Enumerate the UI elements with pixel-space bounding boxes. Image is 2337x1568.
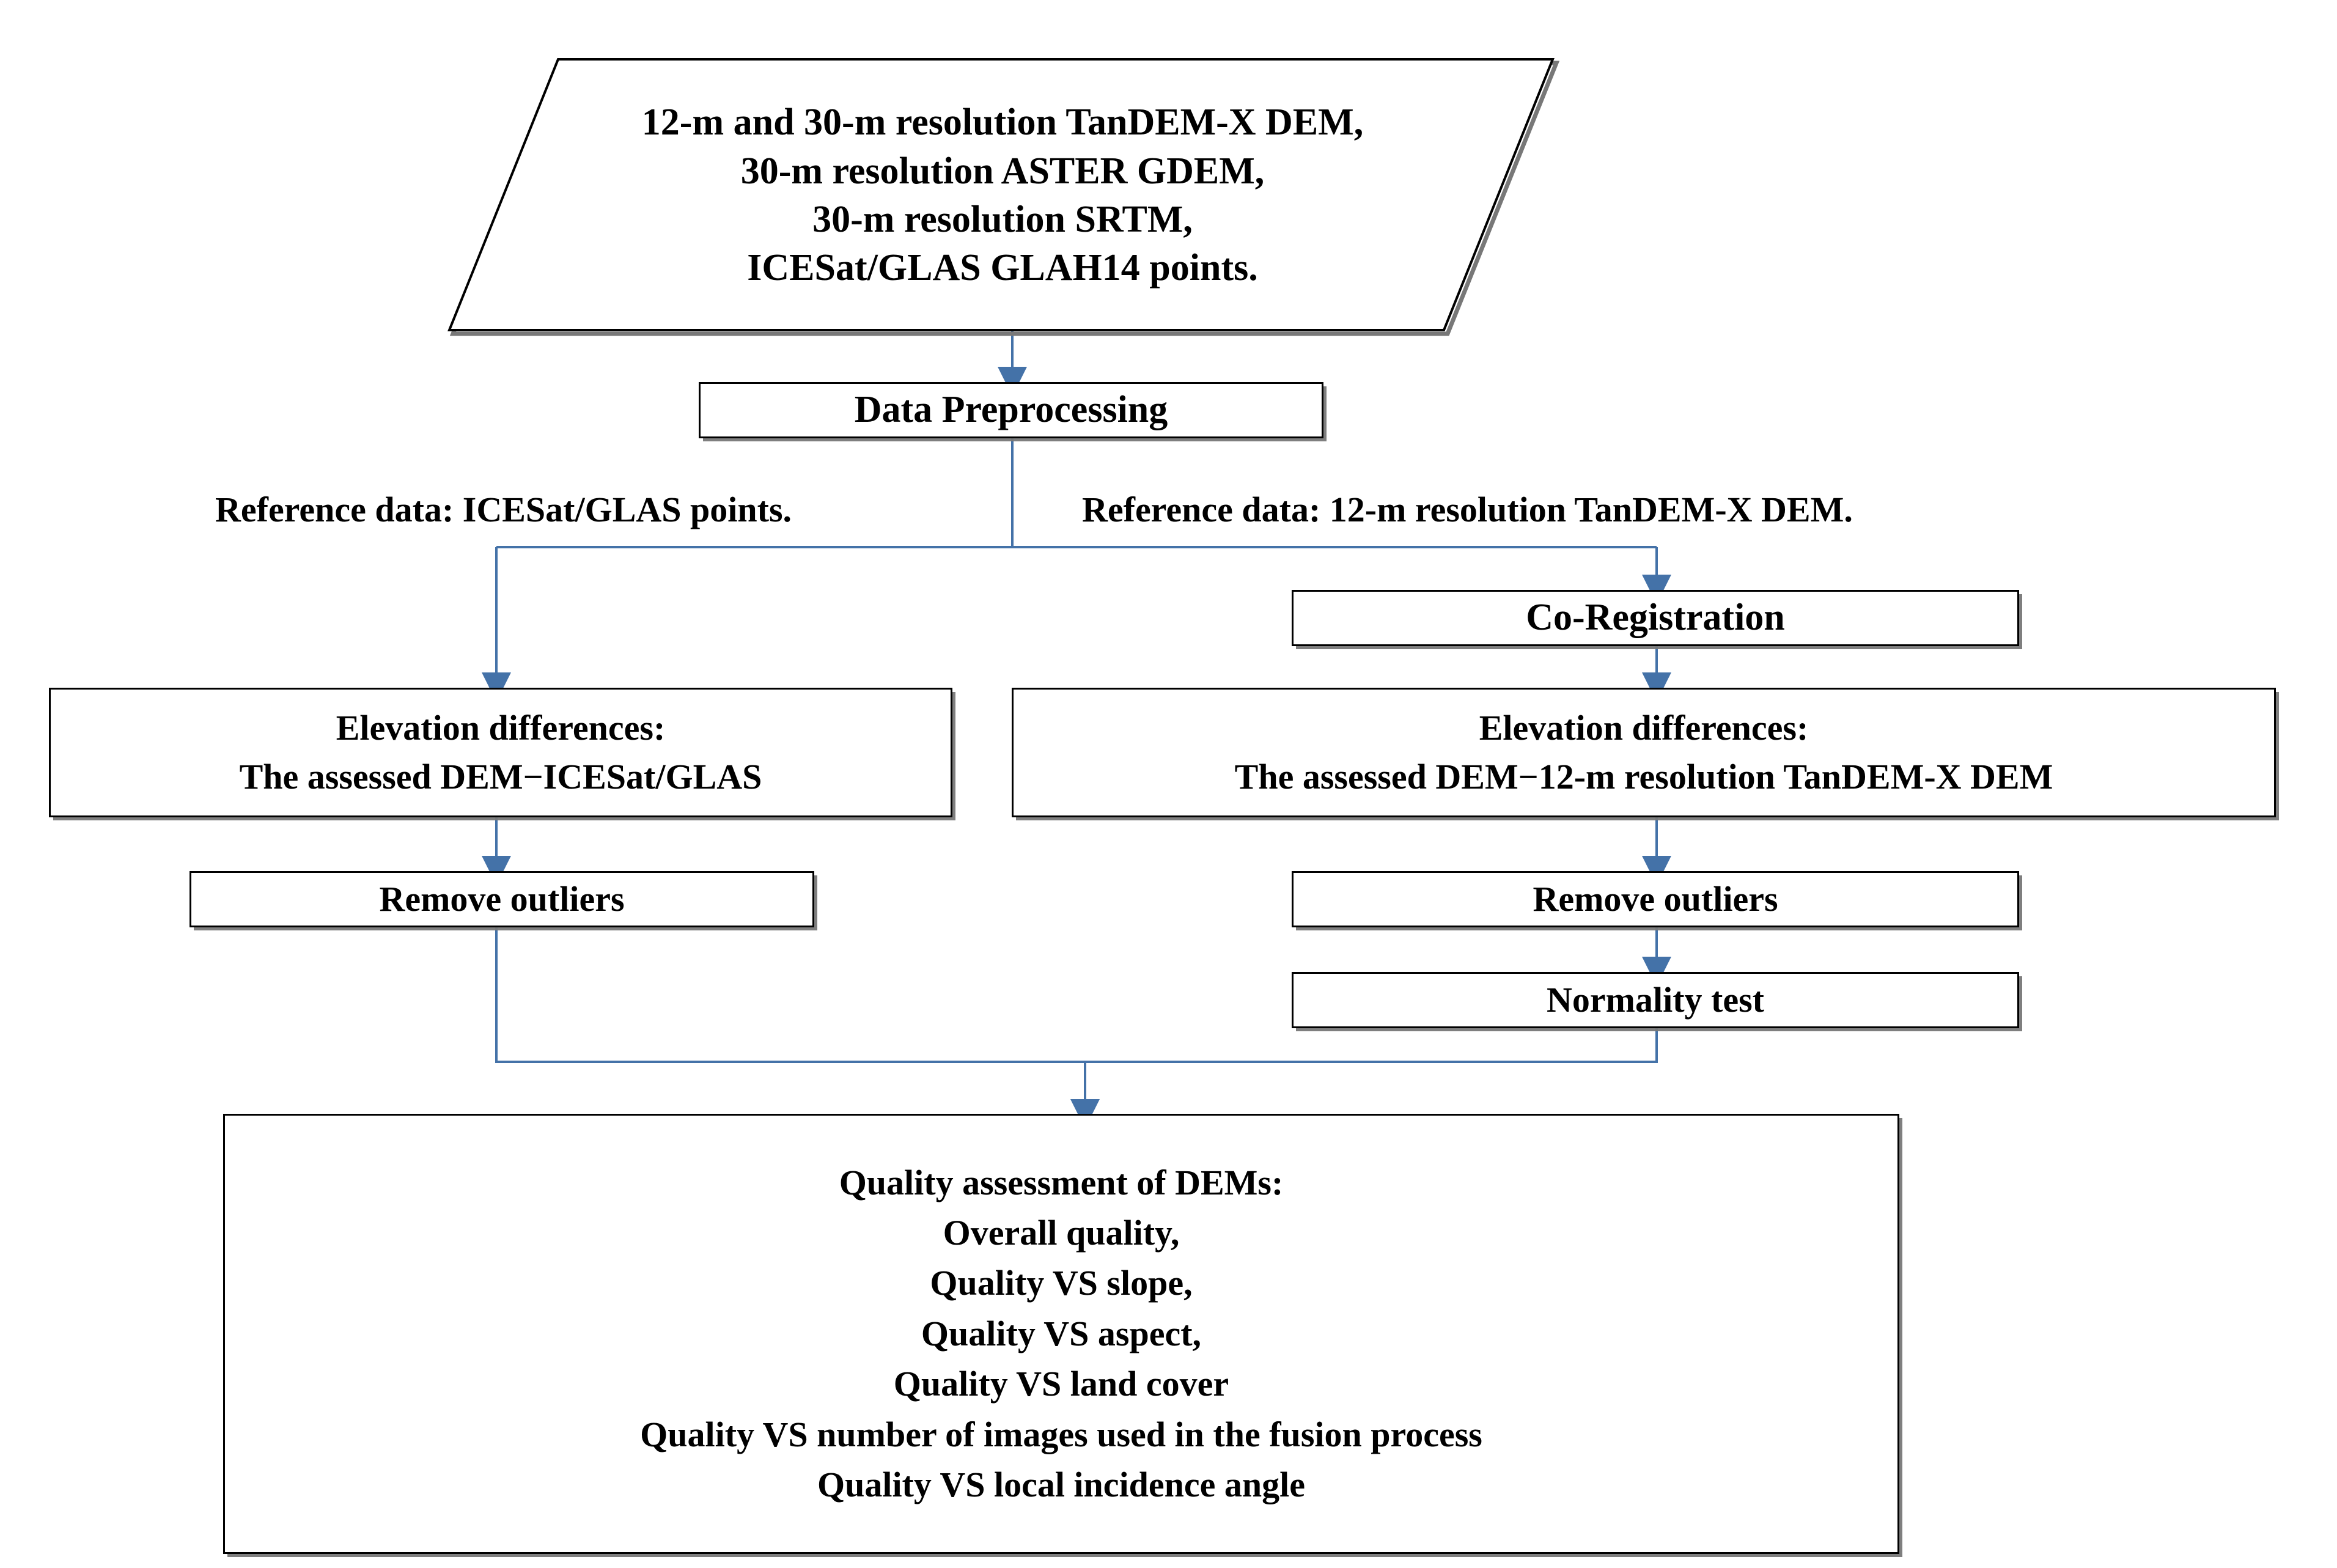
node-quality-assessment[interactable]: Quality assessment of DEMs: Overall qual…	[223, 1114, 1899, 1554]
node-label-co-registration: Co-Registration	[1526, 597, 1785, 639]
input-data-label: 12-m and 30-m resolution TanDEM-X DEM, 3…	[641, 101, 1364, 289]
branch-label-left-text: Reference data: ICESat/GLAS points.	[215, 490, 792, 529]
node-label-elevation-differences-right: Elevation differences: The assessed DEM−…	[1234, 707, 2053, 797]
branch-label-left: Reference data: ICESat/GLAS points.	[215, 489, 792, 530]
branch-label-right: Reference data: 12-m resolution TanDEM-X…	[1082, 489, 1853, 530]
node-label-quality-assessment: Quality assessment of DEMs: Overall qual…	[640, 1162, 1482, 1504]
node-label-remove-outliers-right: Remove outliers	[1533, 878, 1778, 919]
node-label-data-preprocessing: Data Preprocessing	[854, 389, 1168, 431]
node-normality-test[interactable]: Normality test	[1292, 972, 2019, 1028]
node-elevation-differences-left[interactable]: Elevation differences: The assessed DEM−…	[49, 688, 952, 817]
node-label-normality-test: Normality test	[1547, 979, 1764, 1020]
node-remove-outliers-right[interactable]: Remove outliers	[1292, 871, 2019, 927]
input-data-shape	[428, 52, 1577, 339]
node-data-preprocessing[interactable]: Data Preprocessing	[699, 382, 1323, 438]
node-elevation-differences-right[interactable]: Elevation differences: The assessed DEM−…	[1012, 688, 2276, 817]
node-remove-outliers-left[interactable]: Remove outliers	[190, 871, 814, 927]
branch-label-right-text: Reference data: 12-m resolution TanDEM-X…	[1082, 490, 1853, 529]
node-label-elevation-differences-left: Elevation differences: The assessed DEM−…	[239, 707, 762, 797]
node-label-remove-outliers-left: Remove outliers	[379, 878, 625, 919]
input-data-node: 12-m and 30-m resolution TanDEM-X DEM, 3…	[465, 61, 1540, 330]
node-co-registration[interactable]: Co-Registration	[1292, 590, 2019, 646]
